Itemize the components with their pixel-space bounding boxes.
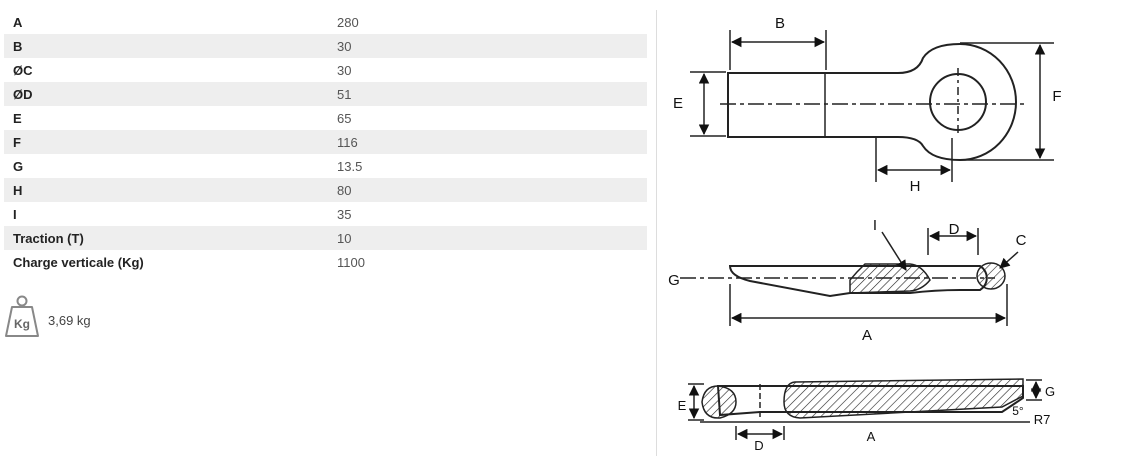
weight-kg-icon: Kg xyxy=(5,295,39,337)
technical-drawing: B E F H G A D I C E D A G 5° xyxy=(668,15,1061,453)
panel-divider xyxy=(656,10,657,456)
dim-label-e-section: E xyxy=(678,398,687,413)
section-view xyxy=(688,378,1042,440)
dim-label-i: I xyxy=(873,217,877,234)
spec-value: 13.5 xyxy=(337,158,363,174)
spec-row: ØD 51 xyxy=(4,82,647,106)
spec-label: G xyxy=(13,158,24,174)
spec-value: 35 xyxy=(337,206,352,222)
spec-label: B xyxy=(13,38,23,54)
spec-row: A 280 xyxy=(4,10,647,34)
weight-value: 3,69 kg xyxy=(48,312,91,328)
spec-label: Charge verticale (Kg) xyxy=(13,254,144,270)
angle-label: 5° xyxy=(1012,404,1024,418)
dim-label-g: G xyxy=(668,272,680,289)
dim-label-d-section: D xyxy=(754,438,763,453)
spec-label: I xyxy=(13,206,17,222)
dim-label-d: D xyxy=(949,221,960,238)
side-view xyxy=(680,228,1019,326)
dim-label-f: F xyxy=(1052,88,1061,105)
radius-label: R7 xyxy=(1034,412,1051,427)
dim-label-c: C xyxy=(1016,232,1027,249)
dim-label-a: A xyxy=(862,327,872,344)
spec-row: Charge verticale (Kg) 1100 xyxy=(4,250,647,274)
spec-label: A xyxy=(13,14,23,30)
spec-value: 116 xyxy=(337,134,358,150)
dim-label-h: H xyxy=(910,178,921,195)
spec-label: Traction (T) xyxy=(13,230,84,246)
spec-row: B 30 xyxy=(4,34,647,58)
spec-label: ØD xyxy=(13,86,33,102)
spec-row: H 80 xyxy=(4,178,647,202)
spec-label: E xyxy=(13,110,22,126)
dim-label-a-section: A xyxy=(867,429,876,444)
spec-value: 280 xyxy=(337,14,359,30)
weight-icon-label: Kg xyxy=(14,317,30,331)
weight-info: Kg 3,69 kg xyxy=(4,292,91,340)
spec-row: ØC 30 xyxy=(4,58,647,82)
spec-row: F 116 xyxy=(4,130,647,154)
spec-row: G 13.5 xyxy=(4,154,647,178)
dim-label-e: E xyxy=(673,95,683,112)
spec-label: ØC xyxy=(13,62,33,78)
specs-table: A 280 B 30 ØC 30 ØD 51 E 65 F 116 G 13.5 H 80 I 3… xyxy=(4,10,647,274)
dim-label-b: B xyxy=(775,15,785,32)
top-view xyxy=(690,30,1054,182)
spec-value: 65 xyxy=(337,110,352,126)
spec-row: E 65 xyxy=(4,106,647,130)
spec-value: 51 xyxy=(337,86,352,102)
spec-label: F xyxy=(13,134,21,150)
spec-value: 1100 xyxy=(337,254,365,270)
dim-label-g-section: G xyxy=(1045,384,1055,399)
spec-value: 30 xyxy=(337,38,352,54)
spec-value: 80 xyxy=(337,182,352,198)
spec-value: 30 xyxy=(337,62,352,78)
spec-label: H xyxy=(13,182,23,198)
spec-row: I 35 xyxy=(4,202,647,226)
spec-row: Traction (T) 10 xyxy=(4,226,647,250)
spec-value: 10 xyxy=(337,230,352,246)
